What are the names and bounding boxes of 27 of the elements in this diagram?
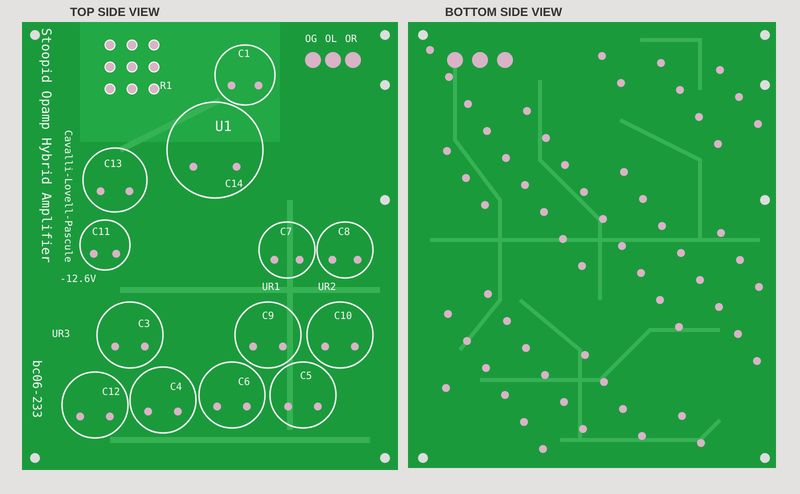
component-label: -12.6V bbox=[60, 275, 96, 285]
component-label: C6 bbox=[238, 378, 250, 388]
component-label: C13 bbox=[104, 160, 122, 170]
component-label: OG bbox=[305, 35, 318, 45]
component-label: C8 bbox=[338, 228, 350, 238]
view-heading: BOTTOM SIDE VIEW bbox=[445, 5, 562, 19]
silkscreen-text: bc06-233 bbox=[31, 360, 43, 418]
component-label: C5 bbox=[300, 372, 312, 382]
component-label: OL bbox=[325, 35, 338, 45]
component-label: R1 bbox=[160, 82, 172, 92]
component-label: OR bbox=[345, 35, 358, 45]
component-label: UR2 bbox=[318, 283, 336, 293]
component-label: C3 bbox=[138, 320, 150, 330]
view-heading: TOP SIDE VIEW bbox=[70, 5, 160, 19]
component-label: U1 bbox=[215, 120, 232, 134]
component-label: C9 bbox=[262, 312, 274, 322]
component-label: UR3 bbox=[52, 330, 70, 340]
component-label: C7 bbox=[280, 228, 292, 238]
silkscreen-text: Stoopid Opamp Hybrid Amplifier bbox=[39, 28, 52, 263]
component-label: C10 bbox=[334, 312, 352, 322]
component-label: C14 bbox=[225, 180, 244, 190]
component-label: C4 bbox=[170, 383, 182, 393]
component-label: C12 bbox=[102, 388, 120, 398]
component-label: C11 bbox=[92, 228, 110, 238]
silkscreen-text: Cavalli-Lovell-Pascule bbox=[62, 130, 72, 262]
component-label: C1 bbox=[238, 50, 250, 60]
component-label: UR1 bbox=[262, 283, 280, 293]
